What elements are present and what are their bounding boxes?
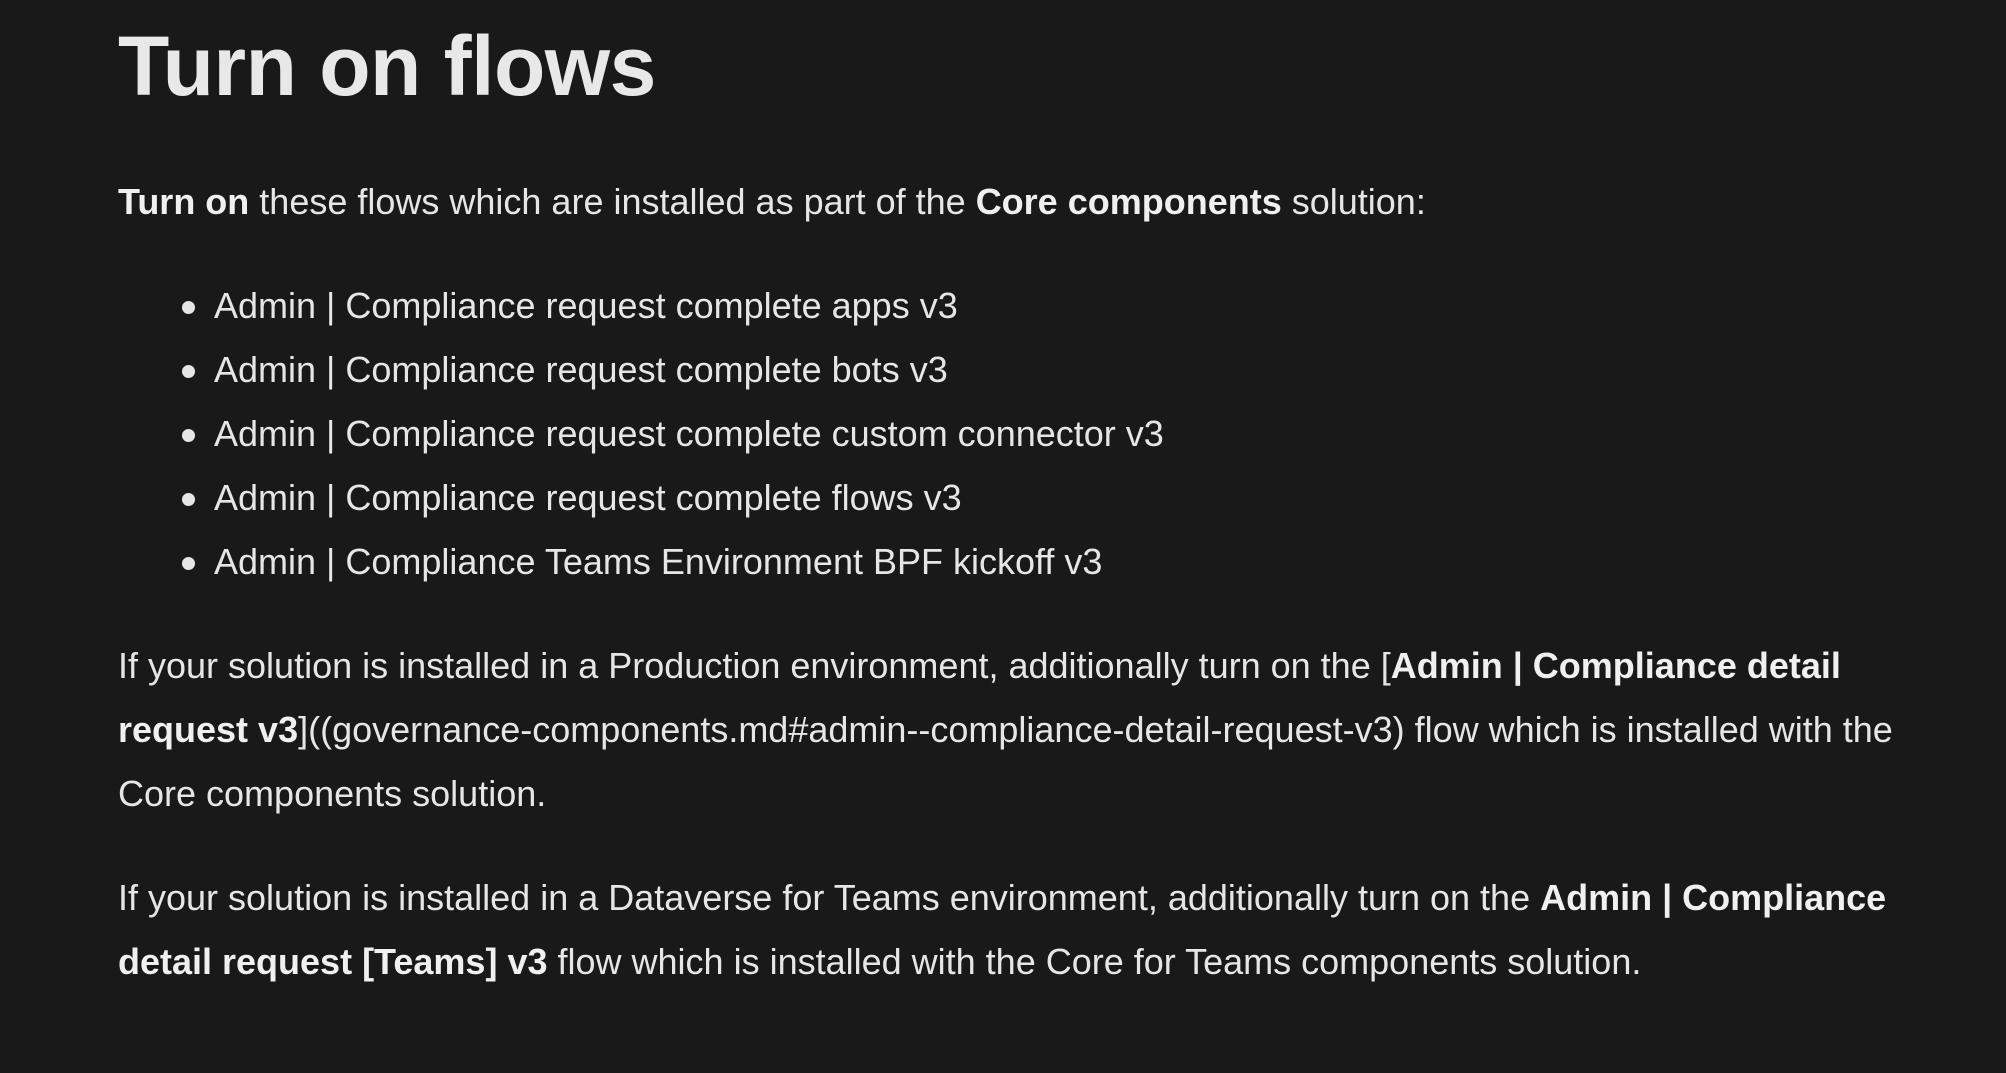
flow-list: Admin | Compliance request complete apps… [118,274,1938,594]
flow-name: Admin | Compliance request complete bots… [214,349,948,390]
bullet-icon [182,429,195,442]
flow-name: Admin | Compliance request complete apps… [214,285,958,326]
flow-name: Admin | Compliance Teams Environment BPF… [214,541,1103,582]
list-item: Admin | Compliance request complete flow… [182,466,1938,530]
bullet-icon [182,301,195,314]
page-title: Turn on flows [118,19,656,113]
bullet-icon [182,557,195,570]
article-content: Turn on flows Turn on these flows which … [118,0,1938,994]
production-text-end: ]((governance-components.md#admin--compl… [118,709,1893,814]
bullet-icon [182,365,195,378]
teams-flow-name: Admin | Compliance detail request [Teams… [118,877,1887,982]
bullet-icon [182,493,195,506]
list-item: Admin | Compliance Teams Environment BPF… [182,530,1938,594]
intro-text-end: solution: [1281,181,1426,222]
intro-bold-turn-on: Turn on [118,181,250,222]
list-item: Admin | Compliance request complete apps… [182,274,1938,338]
teams-text: If your solution is installed in a Datav… [118,877,1541,918]
production-paragraph: If your solution is installed in a Produ… [118,634,1938,826]
flow-name: Admin | Compliance request complete flow… [214,477,962,518]
production-flow-name: Admin | Compliance detail request v3 [118,645,1841,750]
intro-bold-core-components: Core components [975,181,1282,222]
teams-text-end: flow which is installed with the Core fo… [547,941,1642,982]
intro-text: these flows which are installed as part … [249,181,976,222]
list-item: Admin | Compliance request complete bots… [182,338,1938,402]
list-item: Admin | Compliance request complete cust… [182,402,1938,466]
production-text: If your solution is installed in a Produ… [118,645,1391,686]
intro-paragraph: Turn on these flows which are installed … [118,170,1938,234]
flow-name: Admin | Compliance request complete cust… [214,413,1164,454]
teams-paragraph: If your solution is installed in a Datav… [118,866,1938,994]
